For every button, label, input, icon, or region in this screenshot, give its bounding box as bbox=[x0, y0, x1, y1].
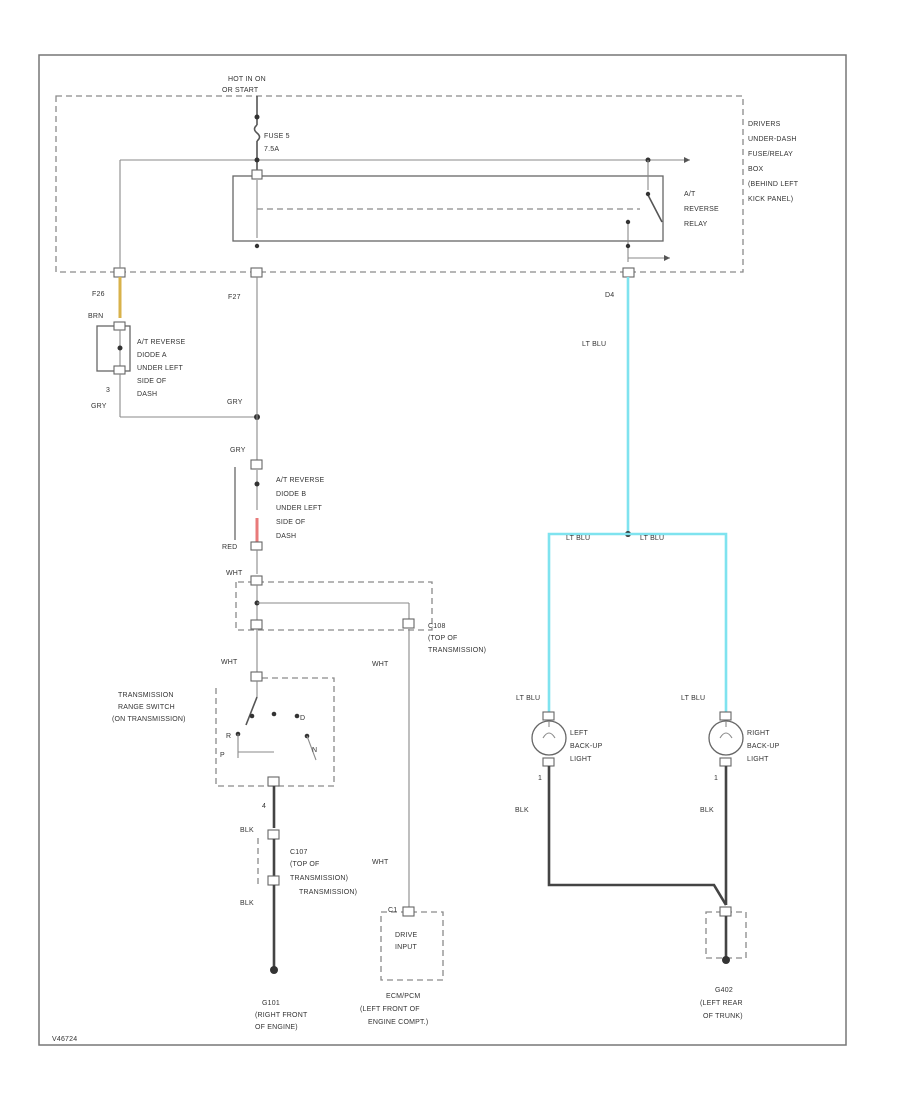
ground-g402: G402 (LEFT REAR OF TRUNK) bbox=[700, 906, 747, 1020]
switch-pos-p: P bbox=[220, 752, 225, 759]
c107-label-1: C107 bbox=[290, 849, 308, 856]
relay-label-1: A/T bbox=[684, 191, 696, 198]
lt-blu-right-wire bbox=[628, 532, 728, 712]
fuse-rating: 7.5A bbox=[264, 146, 279, 153]
wire-wht1-label: WHT bbox=[226, 570, 243, 577]
left-lamp-label-1: LEFT bbox=[570, 730, 588, 737]
wire-blk2-label: BLK bbox=[240, 900, 254, 907]
g402-label-3: OF TRUNK) bbox=[703, 1013, 743, 1020]
wire-gry-left: GRY bbox=[91, 403, 107, 410]
g101-label-2: (RIGHT FRONT bbox=[255, 1012, 308, 1019]
fuse-box-label-1: DRIVERS bbox=[748, 121, 781, 128]
pin-1-right-label: 1 bbox=[714, 775, 718, 782]
ecm-pcm: C1 DRIVE INPUT ECM/PCM (LEFT FRONT OF EN… bbox=[360, 906, 444, 1026]
wire-blk1-label: BLK bbox=[240, 827, 254, 834]
wire-red-label: RED bbox=[222, 544, 237, 551]
left-lamp-label-2: BACK-UP bbox=[570, 743, 603, 750]
wire-ltblu-l2-label: LT BLU bbox=[516, 695, 540, 702]
transmission-range-switch: R P D N TRANSMISSION RANGE SWITCH (ON TR… bbox=[112, 671, 335, 787]
c107-label-3: TRANSMISSION) bbox=[290, 875, 348, 882]
wire-wht4-label: WHT bbox=[221, 659, 238, 666]
wire-ltblu-left-label: LT BLU bbox=[566, 535, 590, 542]
a-t-reverse-relay: A/T REVERSE RELAY bbox=[251, 160, 719, 262]
right-lamp-label-3: LIGHT bbox=[747, 756, 769, 763]
c107-label-4: TRANSMISSION) bbox=[299, 889, 357, 896]
power-source-label: HOT IN ON bbox=[228, 76, 266, 83]
wire-gry-top: GRY bbox=[230, 447, 246, 454]
switch-pos-d: D bbox=[300, 715, 305, 722]
wire-wht2-label: WHT bbox=[372, 661, 389, 668]
lt-blu-left-wire bbox=[547, 532, 628, 712]
g101-label-1: G101 bbox=[262, 1000, 280, 1007]
g101-label-3: OF ENGINE) bbox=[255, 1024, 298, 1031]
wire-gry-mid: GRY bbox=[227, 399, 243, 406]
wire-ltblu-main-label: LT BLU bbox=[582, 341, 606, 348]
diode-a-label-2: DIODE A bbox=[137, 352, 167, 359]
right-lamp-label-1: RIGHT bbox=[747, 730, 770, 737]
switch-pos-n: N bbox=[312, 747, 317, 754]
power-source-label-2: OR START bbox=[222, 87, 259, 94]
fuse-box-label-4: BOX bbox=[748, 166, 764, 173]
g402-label-1: G402 bbox=[715, 987, 733, 994]
diode-b: A/T REVERSE DIODE B UNDER LEFT SIDE OF D… bbox=[234, 459, 324, 551]
fuse-name: FUSE 5 bbox=[264, 133, 290, 140]
wire-ltblu-right-label: LT BLU bbox=[640, 535, 664, 542]
ecm-drive-label: DRIVE bbox=[395, 932, 418, 939]
connector-d4: D4 bbox=[605, 292, 614, 299]
c107-label-2: (TOP OF bbox=[290, 861, 320, 868]
fuse-relay-box: DRIVERS UNDER-DASH FUSE/RELAY BOX (BEHIN… bbox=[55, 95, 799, 273]
range-switch-label-1: TRANSMISSION bbox=[118, 692, 174, 699]
diode-b-label-2: DIODE B bbox=[276, 491, 306, 498]
connector-f26: F26 bbox=[92, 291, 105, 298]
left-lamp-label-3: LIGHT bbox=[570, 756, 592, 763]
ecm-location-1: ECM/PCM bbox=[386, 993, 420, 1000]
fuse-box-label-2: UNDER-DASH bbox=[748, 136, 797, 143]
diode-a-label-3: UNDER LEFT bbox=[137, 365, 183, 372]
ecm-input-label: INPUT bbox=[395, 944, 418, 951]
wire-blk-r-label: BLK bbox=[700, 807, 714, 814]
ecm-location-3: ENGINE COMPT.) bbox=[368, 1019, 428, 1026]
wire-brn-label: BRN bbox=[88, 313, 103, 320]
relay-label-3: RELAY bbox=[684, 221, 708, 228]
right-lamp-label-2: BACK-UP bbox=[747, 743, 780, 750]
switch-pos-r: R bbox=[226, 733, 231, 740]
fuse-5: FUSE 5 7.5A bbox=[253, 96, 290, 178]
left-back-up-light: LEFT BACK-UP LIGHT bbox=[531, 711, 603, 767]
fuse-box-label-6: KICK PANEL) bbox=[748, 196, 793, 203]
diode-b-label-1: A/T REVERSE bbox=[276, 477, 324, 484]
right-back-up-light: RIGHT BACK-UP LIGHT bbox=[708, 711, 780, 767]
diode-b-label-5: DASH bbox=[276, 533, 296, 540]
pin-1-left-label: 1 bbox=[538, 775, 542, 782]
ecm-pin-label: C1 bbox=[388, 907, 397, 914]
c108-label-1: C108 bbox=[428, 623, 446, 630]
relay-label-2: REVERSE bbox=[684, 206, 719, 213]
diode-b-label-3: UNDER LEFT bbox=[276, 505, 322, 512]
wire-blk-l-label: BLK bbox=[515, 807, 529, 814]
c108-label-3: TRANSMISSION) bbox=[428, 647, 486, 654]
diode-a-label-4: SIDE OF bbox=[137, 378, 166, 385]
fuse-box-label-3: FUSE/RELAY bbox=[748, 151, 793, 158]
c107-connector: C107 (TOP OF TRANSMISSION) TRANSMISSION) bbox=[257, 829, 357, 896]
diagram-frame bbox=[38, 54, 847, 1046]
wire-ltblu-r2-label: LT BLU bbox=[681, 695, 705, 702]
ecm-location-2: (LEFT FRONT OF bbox=[360, 1006, 420, 1013]
range-switch-label-3: (ON TRANSMISSION) bbox=[112, 716, 186, 723]
pin-3-label: 3 bbox=[106, 387, 110, 394]
figure-id: V46724 bbox=[52, 1036, 77, 1043]
c108-connector: C108 (TOP OF TRANSMISSION) bbox=[235, 575, 486, 654]
diode-a-label-1: A/T REVERSE bbox=[137, 339, 185, 346]
pin-4-label: 4 bbox=[262, 803, 266, 810]
range-switch-label-2: RANGE SWITCH bbox=[118, 704, 175, 711]
diode-a: A/T REVERSE DIODE A UNDER LEFT SIDE OF D… bbox=[96, 321, 185, 398]
fuse-box-label-5: (BEHIND LEFT bbox=[748, 181, 799, 188]
g402-label-2: (LEFT REAR bbox=[700, 1000, 743, 1007]
diode-a-label-5: DASH bbox=[137, 391, 157, 398]
wire-wht3-label: WHT bbox=[372, 859, 389, 866]
connector-f27: F27 bbox=[228, 294, 241, 301]
diode-b-label-4: SIDE OF bbox=[276, 519, 305, 526]
c108-label-2: (TOP OF bbox=[428, 635, 458, 642]
